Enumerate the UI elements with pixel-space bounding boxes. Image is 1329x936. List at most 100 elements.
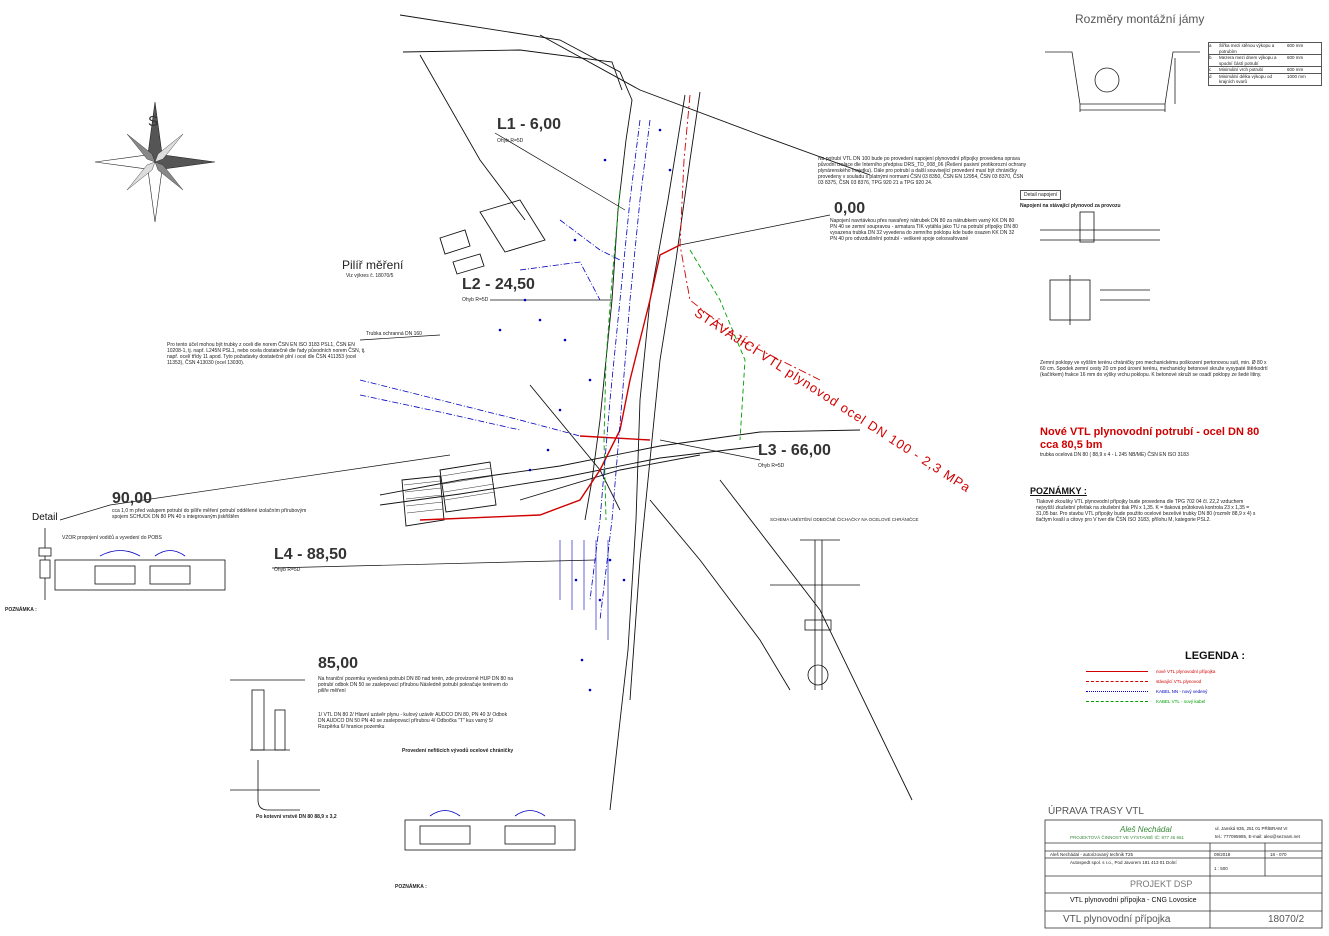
poznamky-text: Tlakové zkoušky VTL plynovodní přípojky …	[1036, 499, 1256, 523]
new-pipe-label-2: cca 80,5 bm	[1040, 439, 1103, 451]
point-l4-sub: Ohyb R=5D	[274, 567, 301, 573]
chranicka-note: Pro tento účel mohou být trubky z oceli …	[167, 342, 366, 366]
riser-drawing	[230, 679, 320, 811]
poznamka-bottom-title: POZNÁMKA :	[395, 884, 427, 890]
survey-marks	[498, 128, 672, 692]
point-90-label: 90,00	[112, 490, 153, 507]
tb-drawing: VTL plynovodní přípojka	[1063, 914, 1171, 925]
pit-desc: Mezera mezi dnem výkopu a spodní částí p…	[1219, 55, 1277, 66]
chranicka-drawing	[404, 810, 576, 851]
legend-text: stávající VTL plynovod	[1156, 678, 1202, 684]
pit-section	[1045, 51, 1200, 112]
pit-value: 1000 mm	[1287, 73, 1306, 79]
pilir-label: Pilíř měření	[342, 258, 404, 272]
point-l1-sub: Ohyb R=5D	[497, 138, 524, 144]
tb-company-sub: PROJEKTOVÁ ČINNOST VE VÝSTAVBĚ IČ: 877 4…	[1070, 835, 1184, 840]
pit-key: c	[1209, 67, 1212, 72]
tb-scale: 1 : 500	[1214, 866, 1228, 871]
pit-row: c Minimální vrch potrubí 600 mm	[1208, 66, 1322, 73]
tb-company: Aleš Nechádal	[1120, 825, 1172, 834]
detail-napojeni-label: Detail napojení	[1020, 190, 1062, 200]
pit-key: a	[1209, 43, 1212, 48]
pit-title: Rozměry montážní jámy	[1075, 12, 1205, 26]
p0-note: Napojení navrtávkou přes navařený nátrub…	[830, 218, 1018, 242]
poznamky-title: POZNÁMKY :	[1030, 486, 1087, 496]
point-0-label: 0,00	[834, 200, 866, 217]
pit-table: a Šířka mezi stěnou výkopu a potrubím 60…	[1208, 42, 1322, 86]
leader-lines	[59, 132, 831, 569]
legend-item: nové VTL plynovodní přípojka	[1086, 666, 1215, 676]
pit-desc: Minimální vrch potrubí	[1219, 67, 1264, 72]
green-cable-route	[603, 189, 746, 521]
pit-row: b Mezera mezi dnem výkopu a spodní částí…	[1208, 54, 1322, 66]
vzor-label: VZOR propojení vodičů a vyvedení do POBS	[62, 535, 162, 541]
pit-value: 600 mm	[1287, 67, 1304, 72]
zemni-note: Zemní poklopy ve vyšším terénu chráničky…	[1040, 360, 1268, 378]
detail-label: Detail	[32, 512, 58, 523]
schema-label: SCHEMA UMÍSTĚNÍ ODBOČNÉ ČICHAČKY NA OCEL…	[770, 517, 919, 522]
compass-label: S	[148, 113, 159, 130]
tb-project: VTL plynovodní přípojka - CNG Lovosice	[1070, 897, 1197, 904]
pilir-sub: Viz výkres č. 18070/5	[346, 273, 394, 279]
legend-text: KABEL VTL - nový kabel	[1156, 698, 1206, 704]
new-pipe-label-1: Nové VTL plynovodní potrubí - ocel DN 80	[1040, 426, 1260, 438]
point-l1-label: L1 - 6,00	[497, 116, 562, 133]
new-pipe-route	[419, 244, 681, 521]
pit-value: 600 mm	[1287, 55, 1304, 60]
point-l4-label: L4 - 88,50	[274, 546, 347, 563]
existing-pipe-route	[679, 94, 821, 381]
hatching	[403, 467, 496, 514]
point-85-label: 85,00	[318, 655, 359, 672]
trubka-label: Trubka ochranná DN 160	[366, 331, 422, 337]
tb-designer: Aleš Nechádal - autorizovaný technik T25	[1050, 852, 1133, 857]
boundaries	[379, 14, 913, 811]
title-block-frame	[1044, 819, 1323, 929]
legend-item: KABEL NN - nový vedený	[1086, 686, 1215, 696]
top-note: Na potrubí VTL DN 100 bude po provedení …	[818, 156, 1027, 186]
legend-swatch	[1086, 690, 1148, 692]
blue-cable-routes	[359, 119, 651, 621]
tb-sheet-no: 18 - 070	[1270, 852, 1287, 857]
legend-item: stávající VTL plynovod	[1086, 676, 1215, 686]
napojeni-title: Napojení na stávající plynovod za provoz…	[1020, 203, 1121, 209]
schema-drawing	[770, 539, 860, 690]
legend-text: nové VTL plynovodní přípojka	[1156, 668, 1216, 674]
legend: nové VTL plynovodní přípojka stávající V…	[1086, 666, 1215, 706]
tb-date: 09/2018	[1214, 852, 1231, 857]
p85-list: 1/ VTL DN 80 2/ Hlavní uzávěr plynu - ku…	[318, 712, 508, 730]
legend-swatch	[1086, 680, 1148, 682]
point-l3-label: L3 - 66,00	[758, 442, 831, 459]
wire-connection-drawing	[54, 550, 226, 591]
pit-desc: Šířka mezi stěnou výkopu a potrubím	[1219, 43, 1275, 54]
detail-symbol	[38, 528, 52, 600]
kotvy-label: Po kotevní vrstvě DN 80 88,9 x 3,2	[256, 814, 337, 820]
provedeni-label: Provedení nefiticích vývodů ocelové chrá…	[402, 748, 514, 754]
napojeni-drawing	[1040, 211, 1160, 325]
point-l2-label: L2 - 24,50	[462, 276, 535, 293]
point-l3-sub: Ohyb R=5D	[758, 463, 785, 469]
legend-swatch	[1086, 670, 1148, 672]
pit-key: d	[1209, 73, 1212, 79]
legend-item: KABEL VTL - nový kabel	[1086, 696, 1215, 706]
poznamka-left-title: POZNÁMKA :	[5, 607, 37, 613]
tb-phone: tel.: 777095985, E-mail: alex@seznam.net	[1215, 834, 1300, 839]
tb-investor: Autospedt spol. s r.o., Pod Javorem 181 …	[1070, 860, 1177, 865]
tb-number: 18070/2	[1268, 914, 1305, 925]
legend-text: KABEL NN - nový vedený	[1156, 688, 1208, 694]
legend-swatch	[1086, 700, 1148, 702]
legend-title: LEGENDA :	[1185, 650, 1246, 662]
tb-stage: PROJEKT DSP	[1130, 879, 1193, 889]
p90-note: cca 1,0 m před valupem potrubí do pilíře…	[112, 508, 307, 520]
pit-desc: Minimální délka výkopu od krajních svarů	[1219, 73, 1273, 85]
tb-address: ul. Janská 935, 251 01 PŘÍBRAM VI	[1215, 826, 1288, 831]
stakes	[559, 540, 609, 640]
pit-value: 600 mm	[1287, 43, 1304, 48]
p85-note: Na hraniční pozemku vyvedená potrubí DN …	[318, 676, 514, 694]
pit-row: d Minimální délka výkopu od krajních sva…	[1208, 72, 1322, 86]
pit-key: b	[1209, 55, 1212, 60]
point-l2-sub: Ohyb R=5D	[462, 297, 489, 303]
new-pipe-label-3: trubka ocelová DN 80 ( 88,9 x 4 - L 245 …	[1040, 452, 1189, 458]
pit-row: a Šířka mezi stěnou výkopu a potrubím 60…	[1208, 42, 1322, 54]
